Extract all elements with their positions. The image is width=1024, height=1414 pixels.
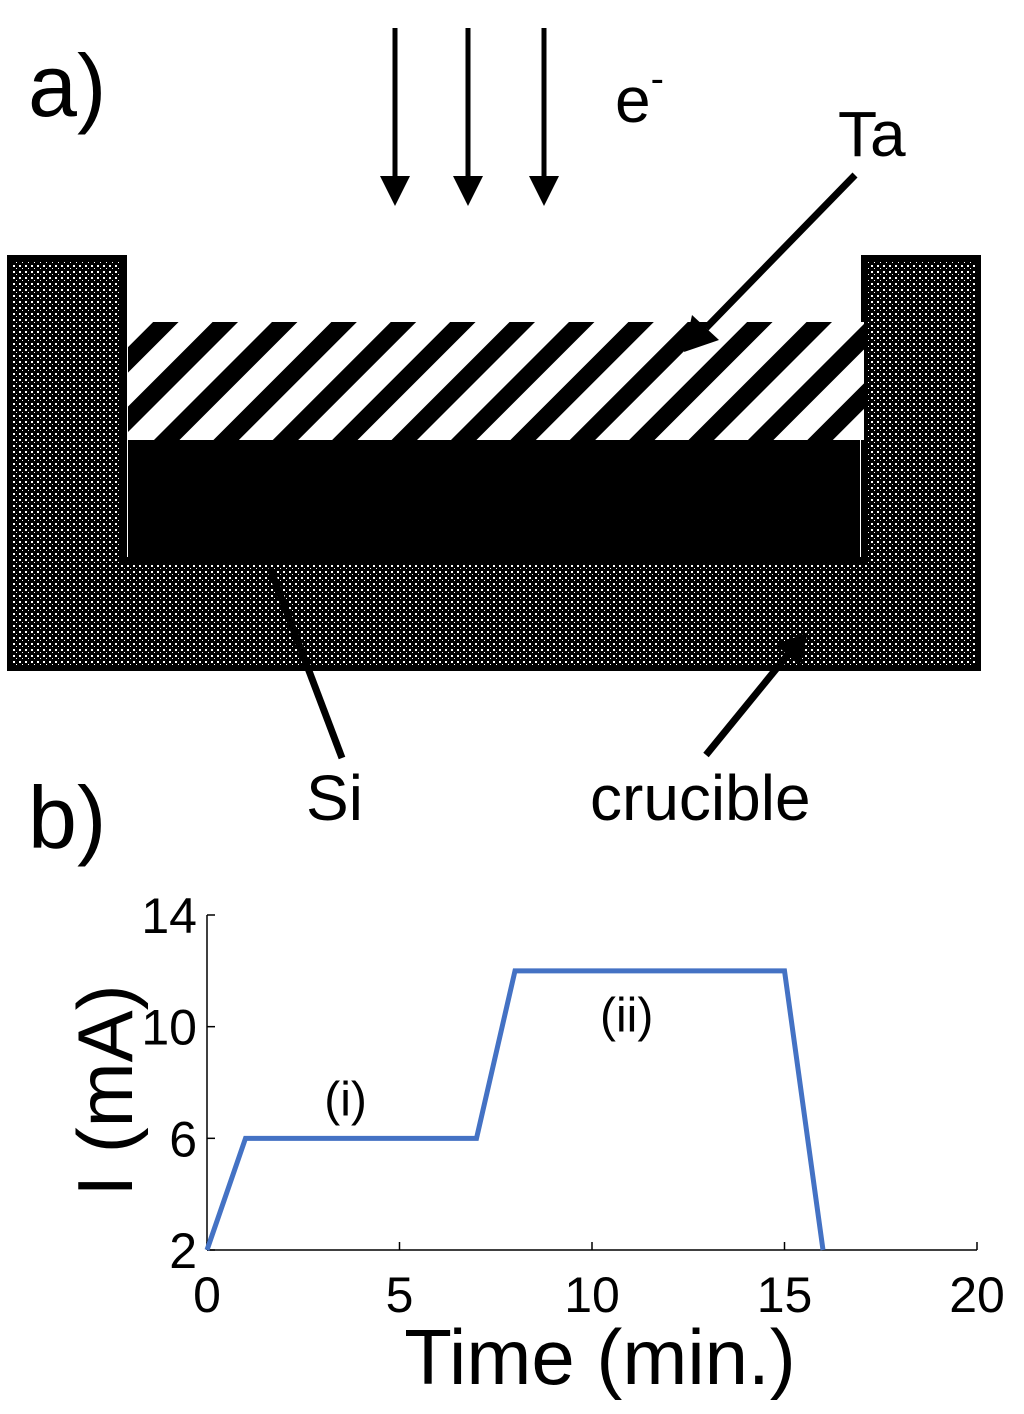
x-tick-label-0: 0 — [193, 1267, 221, 1323]
ta-pointer — [684, 172, 858, 352]
si-layer — [128, 440, 860, 558]
x-tick-label-2: 10 — [564, 1267, 620, 1323]
beam-arrow-1-head — [380, 176, 410, 206]
beam-label: e- — [615, 57, 664, 136]
panel-b-label: b) — [28, 768, 106, 867]
y-tick-label-1: 6 — [169, 1111, 197, 1167]
crucible-pointer — [703, 632, 808, 758]
ta-layer — [128, 322, 864, 440]
electron-beam: e- — [380, 28, 664, 206]
panel-a-label: a) — [28, 36, 106, 135]
panel-b: b) 0 5 10 15 20 2 6 10 14 (i) (ii) Time (min.) I (mA… — [28, 768, 1005, 1401]
y-axis-title: I (mA) — [61, 984, 149, 1196]
beam-superscript: - — [651, 57, 664, 101]
annotation-1: (ii) — [600, 990, 653, 1043]
y-tick-label-3: 14 — [141, 888, 197, 944]
x-tick-label-4: 20 — [949, 1267, 1005, 1323]
annotation-0: (i) — [324, 1073, 367, 1126]
crucible-label: crucible — [590, 762, 811, 834]
y-tick-label-0: 2 — [169, 1223, 197, 1279]
panel-a: a) e- Ta Si — [7, 28, 981, 834]
series-line-0 — [204, 968, 826, 1251]
si-label: Si — [306, 762, 363, 834]
current-time-chart: 0 5 10 15 20 2 6 10 14 (i) (ii) Time (min.) I (mA) — [61, 888, 1005, 1401]
si-pointer — [266, 566, 346, 760]
beam-arrow-3-head — [529, 176, 559, 206]
beam-arrow-2-head — [453, 176, 483, 206]
crucible-body — [7, 255, 981, 671]
ta-label: Ta — [838, 98, 906, 170]
x-tick-label-1: 5 — [386, 1267, 414, 1323]
y-tick-label-2: 10 — [141, 1000, 197, 1056]
x-axis-title: Time (min.) — [404, 1313, 795, 1401]
x-tick-label-3: 15 — [757, 1267, 813, 1323]
